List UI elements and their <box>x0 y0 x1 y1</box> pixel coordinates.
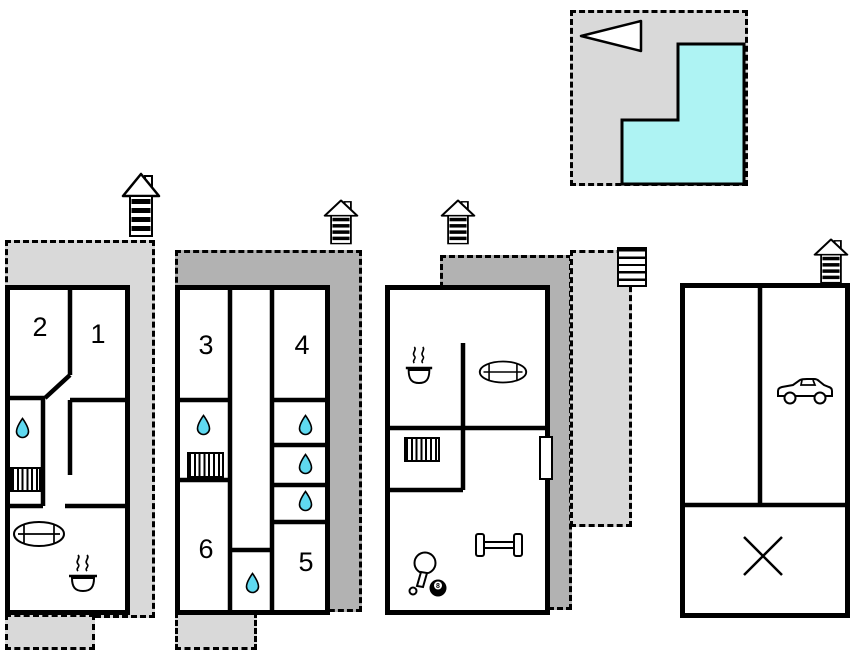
cooking-pot-icon <box>405 346 433 385</box>
table-tennis-icon: 8 <box>408 551 447 597</box>
chimney-icon <box>121 172 161 237</box>
house2-extension-zone <box>175 612 257 650</box>
water-drop-icon <box>15 417 30 439</box>
cooking-pot-icon <box>69 554 97 593</box>
house4-interior-walls <box>680 283 850 508</box>
chimney-icon <box>440 199 476 245</box>
direction-arrow-icon <box>579 19 643 53</box>
house3-terrace-zone <box>570 250 632 527</box>
water-drop-icon <box>298 490 313 512</box>
house2-floorplan <box>175 285 330 615</box>
stairs-icon <box>187 452 224 478</box>
room-6-label: 6 <box>198 534 214 564</box>
billiard-ball-number: 8 <box>436 583 440 590</box>
house1-floorplan <box>5 285 130 615</box>
water-drop-icon <box>298 453 313 475</box>
house1-yard-extension-zone <box>5 614 95 650</box>
water-drop-icon <box>245 572 260 594</box>
water-drop-icon <box>298 414 313 436</box>
chimney-icon <box>323 199 359 245</box>
swimming-pool-icon <box>620 42 746 186</box>
house3-interior-walls <box>385 343 550 493</box>
room-1-label: 1 <box>90 319 106 349</box>
water-drop-icon <box>196 414 211 436</box>
room-3-label: 3 <box>198 330 214 360</box>
chimney-icon <box>813 238 849 284</box>
room-4-label: 4 <box>294 330 310 360</box>
house4-floorplan <box>680 283 850 618</box>
house1-interior-walls <box>5 285 130 509</box>
car-icon <box>777 378 833 405</box>
sofa-icon <box>13 521 65 547</box>
sofa-icon <box>478 360 528 384</box>
stairs-icon <box>404 437 440 462</box>
room-5-label: 5 <box>298 547 314 577</box>
house2-interior-walls <box>175 285 330 615</box>
door-icon <box>539 436 553 480</box>
room-2-label: 2 <box>32 312 48 342</box>
dumbbell-icon <box>475 533 523 557</box>
stairs-icon <box>10 467 41 492</box>
billiard-ball-icon: 8 <box>429 579 447 597</box>
stairs-icon <box>617 247 647 287</box>
cross-mark-icon <box>743 536 783 576</box>
